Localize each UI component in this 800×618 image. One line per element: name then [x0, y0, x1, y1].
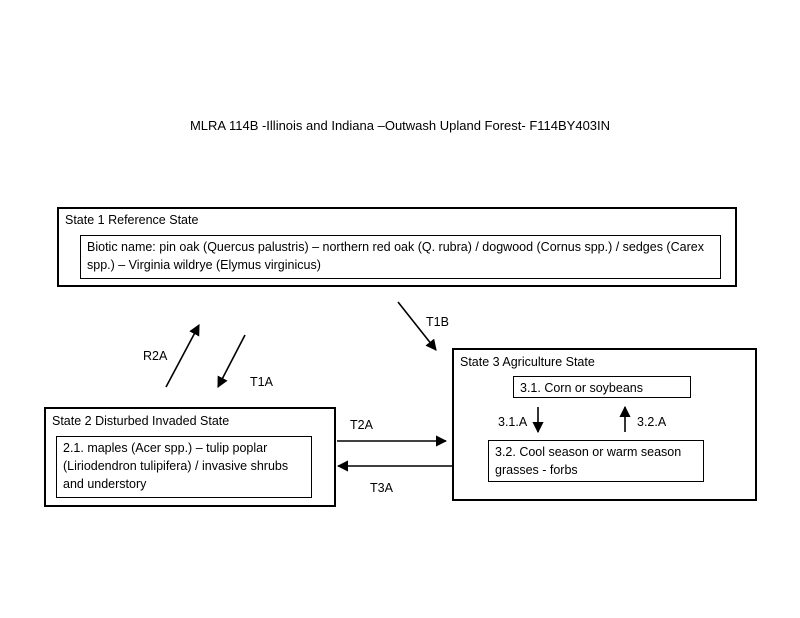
community-3-1: 3.1. Corn or soybeans [513, 376, 691, 398]
label-t1b: T1B [426, 315, 449, 329]
community-3-2: 3.2. Cool season or warm season grasses … [488, 440, 704, 482]
state-1-community: Biotic name: pin oak (Quercus palustris)… [80, 235, 721, 279]
label-r2a: R2A [143, 349, 168, 363]
state-2-title: State 2 Disturbed Invaded State [52, 414, 230, 428]
label-t1a: T1A [250, 375, 273, 389]
arrow-t1b [397, 301, 437, 351]
diagram-title: MLRA 114B -Illinois and Indiana –Outwash… [189, 118, 611, 133]
state-2-box: State 2 Disturbed Invaded State 2.1. map… [44, 407, 336, 507]
state-3-title: State 3 Agriculture State [460, 355, 595, 369]
label-3-1-a: 3.1.A [498, 415, 528, 429]
arrow-r2a [165, 324, 200, 388]
state-1-box: State 1 Reference State Biotic name: pin… [57, 207, 737, 287]
label-t2a: T2A [350, 418, 373, 432]
state-2-community: 2.1. maples (Acer spp.) – tulip poplar (… [56, 436, 312, 498]
state-1-title: State 1 Reference State [65, 213, 199, 227]
label-3-2-a: 3.2.A [637, 415, 667, 429]
arrow-t1a [217, 334, 246, 388]
state-3-box: State 3 Agriculture State 3.1. Corn or s… [452, 348, 757, 501]
label-t3a: T3A [370, 481, 393, 495]
